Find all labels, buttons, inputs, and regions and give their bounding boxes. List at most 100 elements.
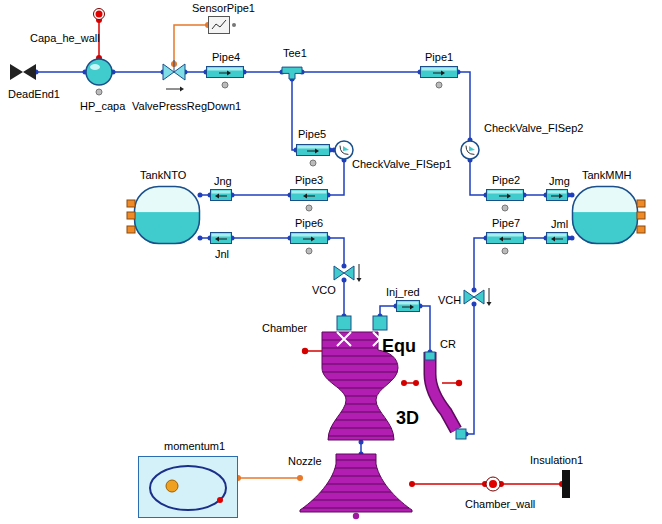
flow-arrow bbox=[551, 196, 560, 197]
momentum-block: momentum1 bbox=[138, 456, 238, 518]
pipe-body bbox=[397, 301, 420, 312]
propellant-tank: TankNTO bbox=[134, 186, 200, 244]
icon-graphic bbox=[10, 64, 36, 80]
pipe-shine bbox=[488, 191, 523, 194]
component-label: CheckValve_FISep1 bbox=[352, 158, 451, 171]
icon-graphic bbox=[296, 144, 330, 156]
port-dot bbox=[570, 192, 575, 197]
component-label: Insulation1 bbox=[530, 454, 583, 467]
body-stripe bbox=[300, 476, 412, 477]
pipe-body bbox=[291, 190, 328, 201]
pipe-element: Pipe1 bbox=[420, 66, 458, 78]
flow-arrow-head bbox=[215, 194, 219, 199]
component-label: DeadEnd1 bbox=[8, 88, 60, 101]
icon-graphic bbox=[334, 266, 354, 280]
check-valve-seat bbox=[466, 146, 474, 155]
tank-outline bbox=[135, 187, 200, 244]
pipe-shine bbox=[292, 191, 327, 194]
component-label: TankMMH bbox=[582, 169, 632, 182]
tank-port-marker bbox=[637, 212, 645, 219]
flow-arrow-head bbox=[410, 305, 414, 310]
pipe-element: Pipe5 bbox=[296, 144, 330, 156]
pipe-body bbox=[211, 190, 232, 201]
flow-arrow bbox=[166, 89, 181, 90]
check-valve-seat bbox=[340, 146, 348, 155]
pipe-element: Pipe4 bbox=[206, 66, 244, 78]
signal-line bbox=[238, 477, 300, 479]
body-stripe bbox=[318, 388, 404, 389]
icon-graphic bbox=[464, 290, 484, 304]
fluid-pipe-line bbox=[244, 71, 282, 73]
icon-graphic bbox=[460, 140, 480, 160]
component-label: Pipe3 bbox=[295, 174, 323, 187]
fluid-pipe-line bbox=[466, 304, 474, 434]
flow-arrow-head bbox=[215, 237, 219, 242]
fluid-pipe-line bbox=[524, 194, 546, 196]
body-stripe bbox=[300, 500, 412, 501]
nozzle-exit-port bbox=[353, 513, 359, 519]
flow-arrow-head bbox=[303, 194, 307, 199]
port-dot bbox=[198, 192, 203, 197]
fluid-pipe-line bbox=[524, 237, 546, 239]
port-dot bbox=[297, 475, 303, 481]
body-stripe bbox=[318, 380, 404, 381]
dead-end-shape bbox=[10, 64, 36, 80]
component-label: HP_capa bbox=[80, 100, 125, 113]
component-label: Pipe1 bbox=[425, 51, 453, 64]
component-label: CR bbox=[440, 338, 456, 351]
grey-port bbox=[306, 248, 312, 254]
injector-port bbox=[337, 316, 351, 330]
icon-graphic bbox=[572, 186, 638, 244]
valve-body bbox=[163, 64, 185, 80]
body-stripe bbox=[300, 484, 412, 485]
injector-port bbox=[373, 316, 387, 330]
component-label: Pipe7 bbox=[492, 217, 520, 230]
component-label: Jnl bbox=[215, 248, 229, 261]
body-stripe bbox=[318, 372, 404, 373]
flow-arrow bbox=[554, 239, 563, 240]
icon-graphic bbox=[416, 352, 466, 440]
icon-graphic bbox=[396, 300, 420, 312]
fluid-pipe-line bbox=[292, 79, 296, 150]
insulation-bar bbox=[562, 470, 570, 498]
component-label: VCH bbox=[438, 294, 461, 307]
icon-graphic bbox=[85, 58, 113, 86]
tank-port-marker bbox=[127, 212, 135, 219]
component-label: Inj_red bbox=[386, 286, 420, 299]
grey-port bbox=[436, 82, 442, 88]
pipe-shine bbox=[298, 146, 329, 149]
flow-arrow bbox=[218, 196, 227, 197]
satellite-dot bbox=[217, 497, 223, 503]
icon-graphic bbox=[486, 189, 524, 201]
sphere-shine bbox=[90, 64, 100, 70]
pipe-shine bbox=[292, 234, 327, 237]
flow-arrow-head bbox=[507, 194, 511, 199]
flow-arrow bbox=[307, 151, 316, 152]
fluid-pipe-line bbox=[232, 194, 290, 196]
body-stripe bbox=[300, 468, 412, 469]
icon-graphic bbox=[163, 64, 185, 80]
pipe-shine bbox=[398, 302, 419, 305]
pipe-element: Pipe7 bbox=[486, 232, 524, 244]
grey-port bbox=[96, 89, 102, 95]
flow-arrow bbox=[306, 196, 315, 197]
control-valve: VCH bbox=[464, 290, 484, 304]
grey-port bbox=[222, 82, 228, 88]
tank-port-marker bbox=[637, 200, 645, 207]
heat-port-dot bbox=[302, 348, 308, 354]
icon-graphic bbox=[134, 186, 200, 244]
body-stripe bbox=[318, 364, 404, 365]
flow-arrow bbox=[402, 307, 411, 308]
junction-element: Jmg bbox=[546, 189, 568, 201]
flow-arrow-head bbox=[315, 149, 319, 154]
dead-end-cap: DeadEnd1 bbox=[10, 64, 36, 80]
insulation-bar: Insulation1 bbox=[562, 470, 570, 498]
tank-port-marker bbox=[127, 200, 135, 207]
component-label: Jng bbox=[214, 175, 232, 188]
sensor-box bbox=[209, 17, 230, 34]
flow-arrow bbox=[303, 239, 312, 240]
port-dot bbox=[198, 236, 203, 241]
pipe-shine bbox=[548, 234, 567, 237]
icon-graphic bbox=[93, 8, 105, 20]
